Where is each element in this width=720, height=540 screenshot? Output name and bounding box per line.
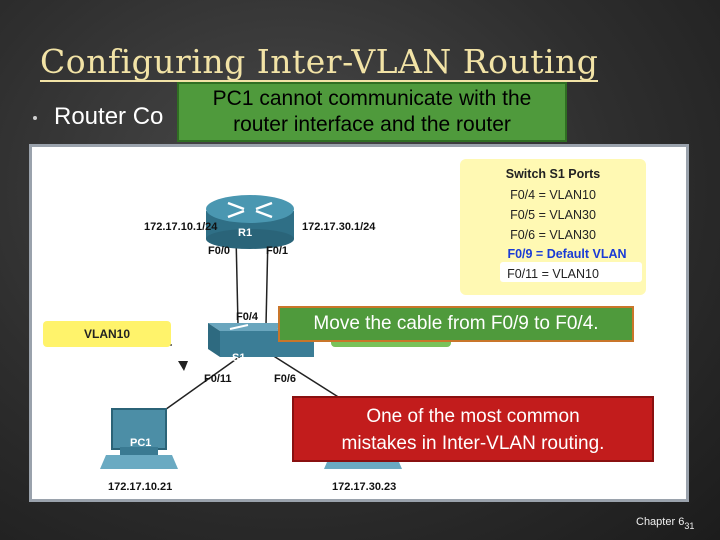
page-number: 31 — [684, 521, 695, 531]
pc2-ip: 172.17.30.23 — [332, 481, 397, 493]
switch-uplink-port: F0/4 — [236, 311, 259, 323]
mistake-callout-line: One of the most common — [366, 406, 580, 427]
slide-title: Configuring Inter-VLAN Routing — [40, 42, 599, 82]
bullet-dot — [33, 116, 37, 120]
ports-title: Switch S1 Ports — [505, 167, 601, 181]
mistake-callout-line: mistakes in Inter-VLAN routing. — [341, 433, 605, 454]
cable-s1-pc1 — [161, 354, 243, 413]
port-row: F0/11 = VLAN10 — [507, 267, 599, 281]
pc1-name: PC1 — [130, 437, 152, 449]
top-callout-line: router interface and the router — [233, 113, 511, 136]
port-row: F0/5 = VLAN30 — [510, 208, 596, 222]
slide-footer: Chapter 631 — [636, 516, 694, 531]
switch-ports-panel: Switch S1 Ports F0/4 = VLAN10 F0/5 = VLA… — [460, 159, 646, 295]
router-ip-right: 172.17.30.1/24 — [302, 221, 376, 233]
vlan10-label: VLAN10 — [43, 321, 171, 347]
switch-name: S1 — [232, 352, 246, 364]
top-callout: PC1 cannot communicate with the router i… — [177, 82, 567, 142]
router-icon — [206, 195, 294, 249]
move-cable-callout: Move the cable from F0/9 to F0/4. — [278, 306, 634, 342]
router-name: R1 — [238, 227, 253, 239]
port-row: F0/6 = VLAN30 — [510, 228, 596, 242]
switch-port-left: F0/11 — [204, 373, 232, 385]
cable-r1-f00 — [235, 234, 239, 326]
port-row: F0/4 = VLAN10 — [510, 188, 596, 202]
chapter-label: Chapter 6 — [636, 516, 685, 528]
port-row-highlighted: F0/9 = Default VLAN — [507, 247, 627, 261]
switch-port-right: F0/6 — [274, 373, 297, 385]
pc1-ip: 172.17.10.21 — [108, 481, 173, 493]
pc1-icon — [100, 408, 178, 469]
router-port-right: F0/1 — [266, 245, 289, 257]
bullet-text: Router Co — [54, 103, 164, 130]
router-port-left: F0/0 — [208, 245, 231, 257]
highlight-row — [500, 262, 642, 282]
common-mistake-callout: One of the most common mistakes in Inter… — [292, 396, 654, 462]
top-callout-line: PC1 cannot communicate with the — [212, 87, 532, 110]
router-ip-left: 172.17.10.1/24 — [144, 221, 218, 233]
cable-r1-f01 — [265, 234, 269, 326]
